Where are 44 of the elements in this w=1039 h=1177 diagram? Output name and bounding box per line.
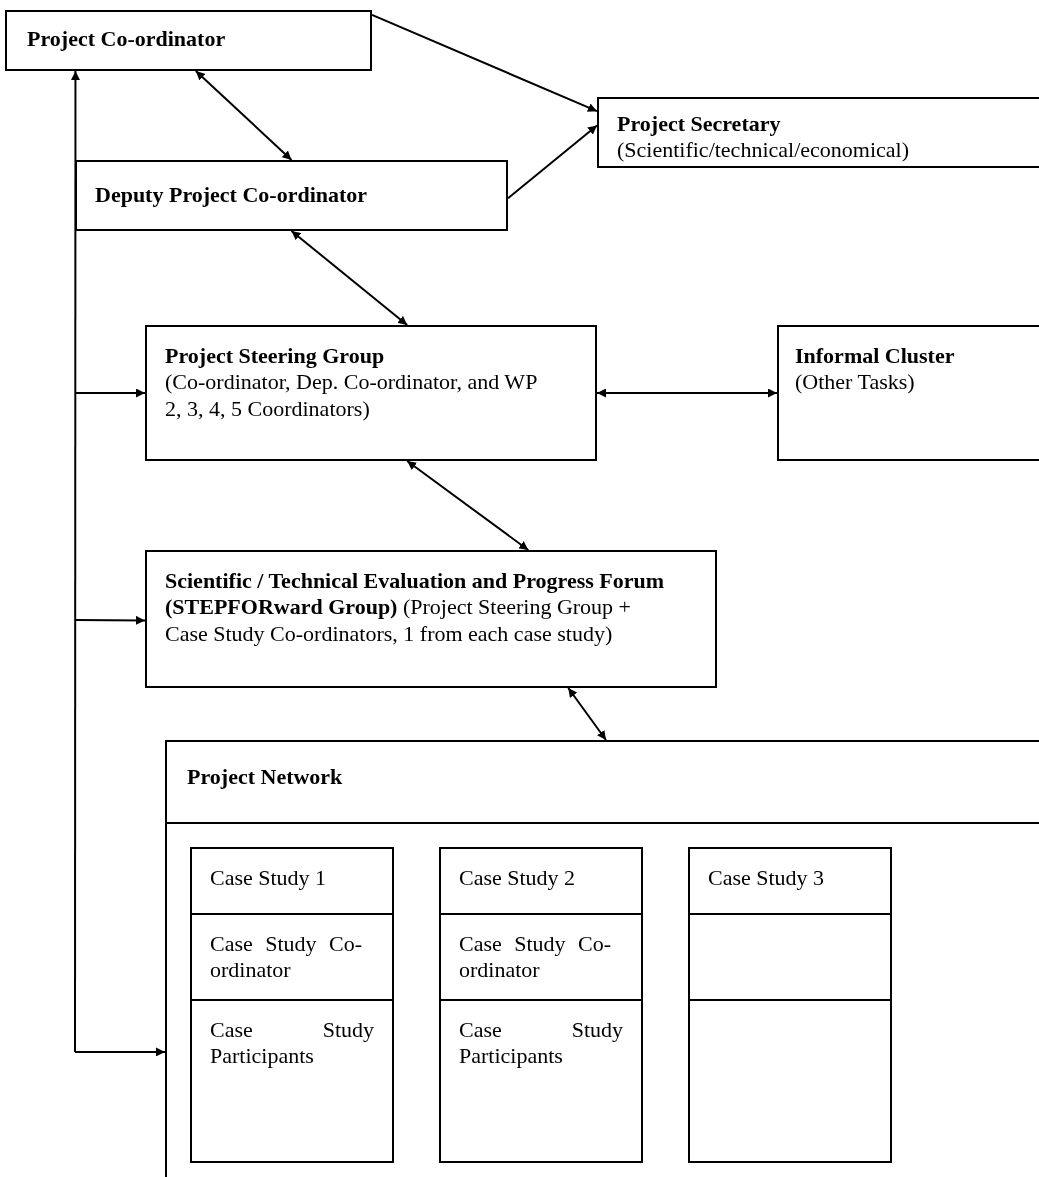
heading-text: Case Study Co-ordinator: [210, 931, 362, 984]
arrow: [567, 687, 607, 741]
body-text: (Co-ordinator, Dep. Co-ordinator, and WP 2, 3, 4, 5 Coordinators): [165, 369, 538, 423]
table-cell: [190, 913, 394, 1001]
arrow: [371, 13, 598, 113]
empty-cell: [688, 913, 892, 1001]
heading-text: Project Co-ordinator: [27, 26, 226, 53]
table-cell: [439, 913, 643, 1001]
org-box: [145, 550, 717, 688]
arrow: [74, 388, 146, 398]
org-box: [145, 325, 597, 461]
table-cell: [190, 999, 394, 1163]
heading-text: Project Network: [187, 764, 343, 791]
table-cell: [439, 999, 643, 1163]
heading-text: Case Study Participants: [210, 1017, 374, 1070]
arrow: [507, 124, 598, 200]
org-box: [777, 325, 1039, 461]
org-box: [75, 160, 508, 231]
heading-text: Case Study 3: [708, 865, 826, 892]
heading-text: Case Study 2: [459, 865, 577, 892]
body-text: (Other Tasks): [795, 369, 915, 396]
org-box: [5, 10, 372, 71]
heading-text: Case Study 1: [210, 865, 328, 892]
arrow: [74, 615, 146, 625]
heading-text: Case Study Co-ordinator: [459, 931, 611, 984]
arrow: [74, 1047, 166, 1057]
table-cell: [439, 847, 643, 915]
org-box: [597, 97, 1039, 168]
table-cell: [190, 847, 394, 915]
arrow: [70, 70, 80, 1053]
org-box: [165, 740, 1039, 1177]
table-cell: [688, 847, 892, 915]
arrow: [290, 230, 409, 326]
heading-text: Project Secretary: [617, 111, 781, 138]
heading-text: Project Steering Group: [165, 343, 385, 370]
heading-text: Scientific / Technical Evaluation and Progress Forum (STEPFORward Group) (Project Steering Group + Case Study Co-ordinators, 1 from each case study): [165, 568, 665, 648]
arrow: [596, 388, 778, 398]
arrow: [406, 460, 530, 551]
empty-cell: [688, 999, 892, 1163]
heading-text: Deputy Project Co-ordinator: [95, 182, 368, 209]
heading-text: Informal Cluster: [795, 343, 955, 370]
arrow: [194, 70, 293, 161]
heading-text: Case Study Participants: [459, 1017, 623, 1070]
body-text: (Scientific/technical/economical): [617, 137, 909, 164]
